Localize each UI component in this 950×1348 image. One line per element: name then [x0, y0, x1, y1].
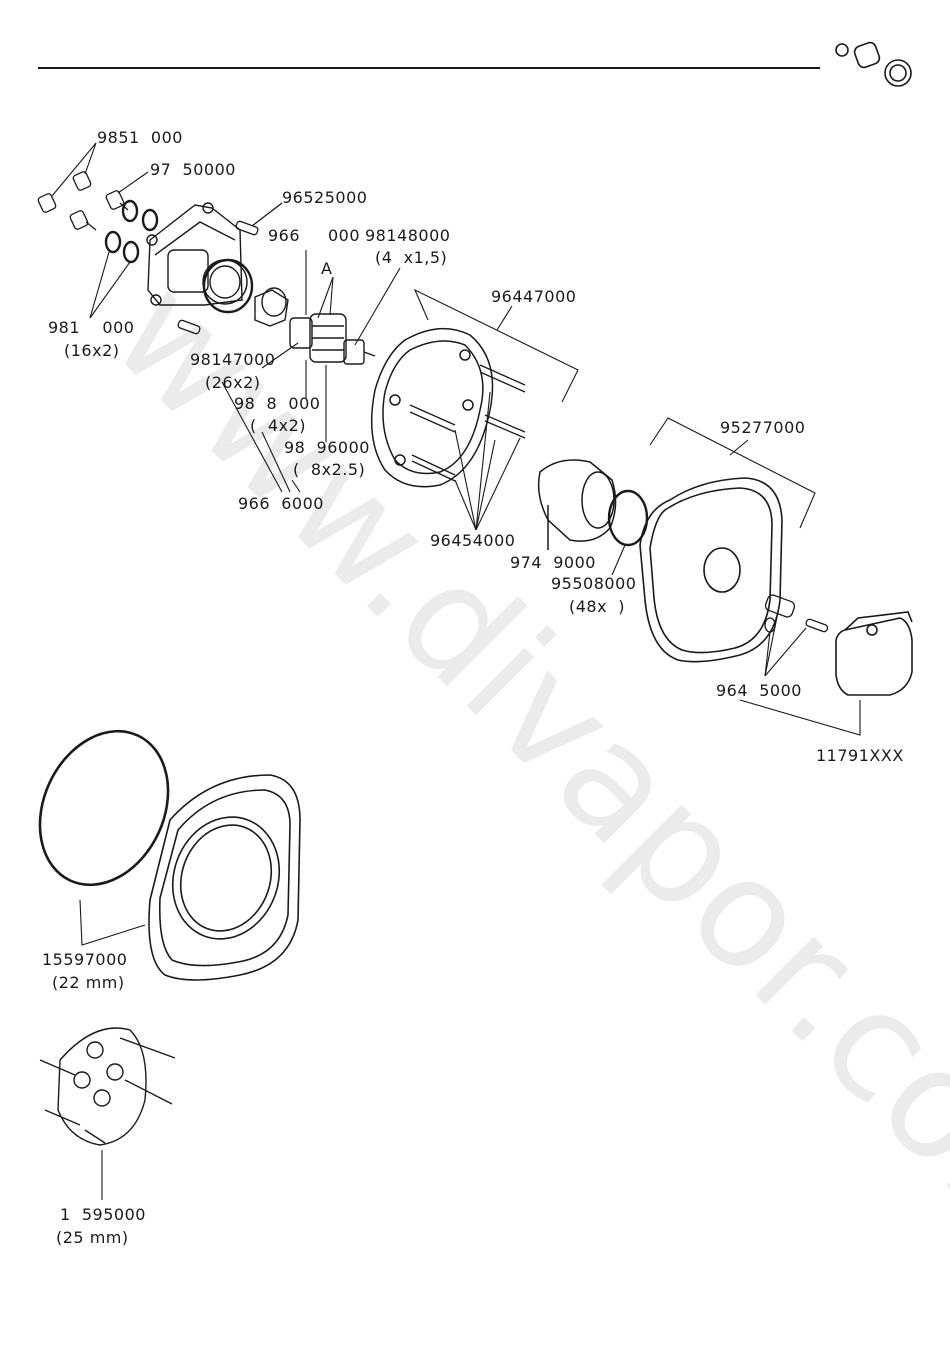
- label-98147000-size: (26x2): [205, 373, 261, 393]
- label-11791XXX: 11791XXX: [816, 746, 904, 766]
- label-98148000-size: (4 x1,5): [375, 248, 447, 268]
- extension-kit: [40, 1028, 175, 1145]
- label-988000: 98 8 000: [234, 394, 320, 414]
- header-parts-icon: [836, 41, 911, 86]
- check-valve-parts: [37, 171, 128, 230]
- label-98148000: 98148000: [365, 226, 450, 246]
- label-9896000-size: ( 8x2.5): [293, 460, 365, 480]
- leader-lines-top-left: [52, 143, 148, 318]
- label-981000: 981 000: [48, 318, 134, 338]
- leader-11791: [740, 700, 860, 735]
- label-9896000: 98 96000: [284, 438, 370, 458]
- valve-body: [147, 203, 252, 312]
- label-9645000: 964 5000: [716, 681, 802, 701]
- label-96454000: 96454000: [430, 531, 515, 551]
- label-966000: 966 000: [268, 226, 360, 246]
- extension-sleeve: [539, 460, 616, 550]
- leader-lines-handle: [765, 612, 806, 676]
- label-15597000: 15597000: [42, 950, 127, 970]
- label-A: A: [321, 259, 332, 279]
- label-1595000-size: (25 mm): [56, 1228, 129, 1248]
- label-96447000: 96447000: [491, 287, 576, 307]
- label-981000-size: (16x2): [64, 341, 120, 361]
- label-15597000-size: (22 mm): [52, 973, 125, 993]
- cover-plate: [640, 478, 782, 662]
- label-95508000-size: (48x ): [569, 597, 625, 617]
- label-98147000: 98147000: [190, 350, 275, 370]
- label-9749000: 974 9000: [510, 553, 596, 573]
- label-9666000: 966 6000: [238, 494, 324, 514]
- leader-lines-screws: [455, 392, 520, 530]
- mounting-ring-plate: [372, 329, 493, 487]
- handle-knob: [836, 612, 912, 695]
- label-9851000: 9851 000: [97, 128, 183, 148]
- label-1595000: 1 595000: [60, 1205, 146, 1225]
- label-988000-size: ( 4x2): [250, 416, 306, 436]
- label-95277000: 95277000: [720, 418, 805, 438]
- label-9750000: 97 50000: [150, 160, 236, 180]
- cover-frame-large: [149, 775, 300, 980]
- label-96525000: 96525000: [282, 188, 367, 208]
- leader-15597: [80, 900, 145, 945]
- label-95508000: 95508000: [551, 574, 636, 594]
